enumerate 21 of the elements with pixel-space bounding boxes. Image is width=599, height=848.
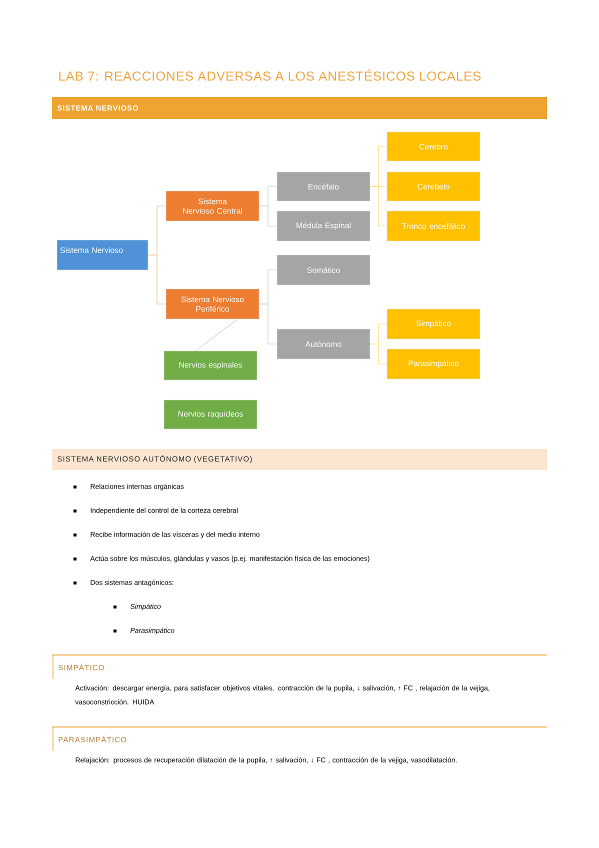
mind-map-box: Sistema Nervioso Periférico	[166, 288, 260, 320]
mind-map-box: Cerebro	[386, 132, 480, 162]
mind-map-box: Somático	[276, 254, 370, 286]
mind-map-box: Sistema Nervioso	[56, 240, 148, 270]
title: LAB 7: REACCIONES ADVERSAS A LOS ANESTÉSICOS LOCALES	[59, 69, 481, 81]
mind-map-box: Cerebelo	[386, 172, 480, 202]
connector-line	[370, 186, 388, 226]
mind-map-box: Parasimpático	[386, 348, 480, 380]
connector-line	[148, 254, 166, 304]
mind-map-box: Nervios espinales	[164, 350, 258, 380]
mind-map-box: Médula Espinal	[276, 210, 370, 242]
connector-line	[195, 318, 238, 352]
mind-map-box: Simpático	[386, 308, 480, 340]
mind-map-box: Autónomo	[276, 328, 370, 360]
connector-line	[258, 304, 278, 344]
mind-map-box: Encéfalo	[276, 172, 370, 202]
mind-map-box: Nervios raquídeos	[164, 400, 258, 430]
mind-map-box: Sistema Nervioso Central	[166, 190, 260, 222]
connector-line	[370, 344, 388, 364]
connector-line	[258, 206, 278, 226]
mind-map-box: Tronco encefálico	[386, 210, 480, 242]
